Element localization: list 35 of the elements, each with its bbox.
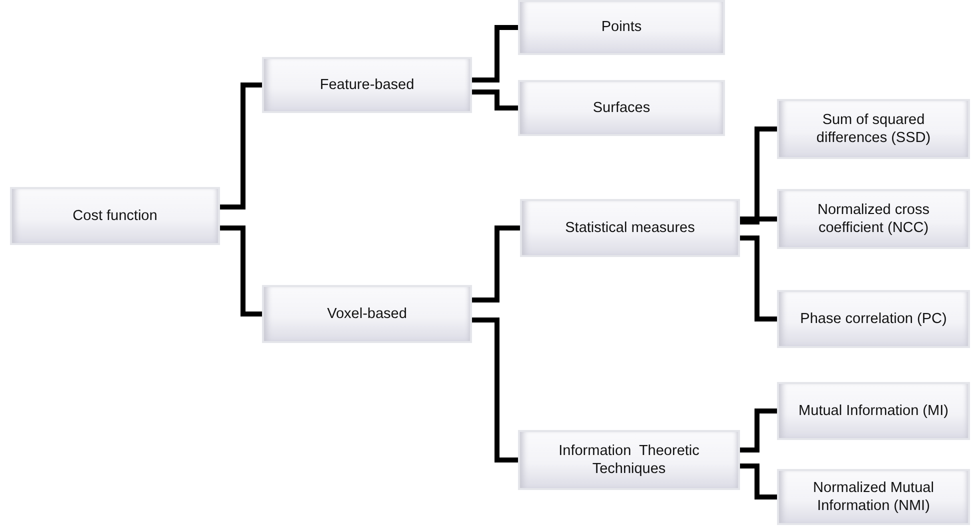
box-label: Points <box>600 18 643 37</box>
connector-line <box>472 318 518 462</box>
box-label: Statistical measures <box>564 218 696 238</box>
connector-line <box>472 226 520 302</box>
box-label: Mutual Information (MI) <box>798 402 950 420</box>
category-box <box>777 189 970 249</box>
connector-line <box>472 90 518 110</box>
category-box <box>518 80 725 136</box>
box-label: Feature-based <box>318 76 416 94</box>
category-box <box>777 469 970 525</box>
connector-line <box>740 126 777 224</box>
connector-line <box>740 236 777 322</box>
box-label: Voxel-based <box>326 304 408 324</box>
category-box <box>518 0 725 55</box>
category-box <box>518 430 740 490</box>
connector-line <box>740 464 777 500</box>
category-box <box>777 382 970 440</box>
connector-line <box>220 226 262 316</box>
box-label: Cost function <box>72 206 158 226</box>
connector-line <box>472 25 518 82</box>
category-box <box>777 99 970 159</box>
box-label: Phase correlation (PC) <box>799 310 948 328</box>
box-label: Normalized cross coefficient (NCC) <box>816 200 930 238</box>
category-box <box>10 187 220 245</box>
box-label: Sum of squared differences (SSD) <box>815 110 932 148</box>
connector-line <box>740 408 777 452</box>
connector-line <box>220 82 262 210</box>
category-box <box>777 290 970 348</box>
category-box <box>520 199 740 257</box>
category-box <box>262 57 472 113</box>
category-box <box>262 285 472 343</box>
box-label: Normalized Mutual Information (NMI) <box>812 478 935 516</box>
box-label: Surfaces <box>592 98 652 118</box>
connector-line <box>740 216 777 222</box>
box-label: Information Theoretic Techniques <box>558 442 700 478</box>
